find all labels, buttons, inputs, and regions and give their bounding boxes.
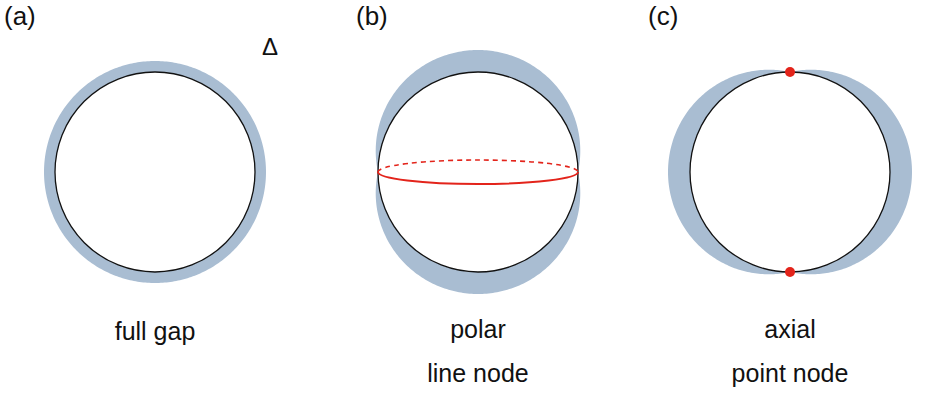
gap-type: polar [450, 316, 506, 344]
full-gap-shell [44, 61, 266, 283]
fermi-sphere [378, 72, 578, 272]
point-node [785, 67, 795, 77]
line-node-back [378, 160, 578, 172]
gap-type: axial [764, 316, 815, 344]
panel-letter: (b) [356, 2, 388, 31]
fermi-sphere [690, 72, 890, 272]
node-type: line node [427, 360, 528, 388]
gap-symbol: Δ [262, 34, 278, 60]
node-type: point node [732, 360, 849, 388]
line-node [378, 172, 578, 184]
gap-type: full gap [115, 318, 196, 346]
panel-letter: (a) [4, 2, 36, 31]
panel-letter: (c) [648, 2, 678, 31]
point-node [785, 267, 795, 277]
fermi-sphere [55, 72, 255, 272]
axial-gap-shell [668, 70, 912, 275]
polar-gap-shell [376, 50, 581, 294]
